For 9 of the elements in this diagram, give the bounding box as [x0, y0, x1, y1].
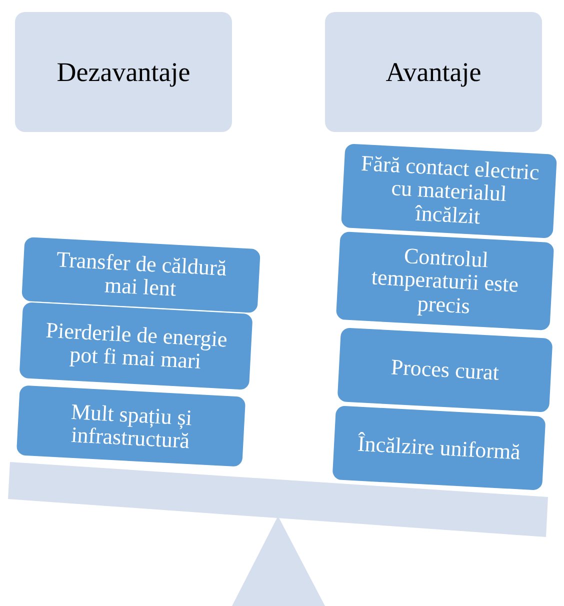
argument-card: Încălzire uniformă: [331, 404, 547, 492]
argument-card: Fără contact electric cu materialul încălzit: [340, 142, 558, 240]
argument-card: Transfer de căldură mai lent: [20, 236, 262, 314]
header-box: Avantaje: [325, 12, 542, 132]
argument-card: Controlul temperaturii este precis: [334, 230, 556, 332]
header-box: Dezavantaje: [15, 12, 232, 132]
argument-card: Pierderile de energie pot fi mai mari: [18, 300, 254, 392]
argument-card: Mult spațiu și infrastructură: [15, 384, 247, 468]
argument-card: Proces curat: [336, 326, 554, 414]
